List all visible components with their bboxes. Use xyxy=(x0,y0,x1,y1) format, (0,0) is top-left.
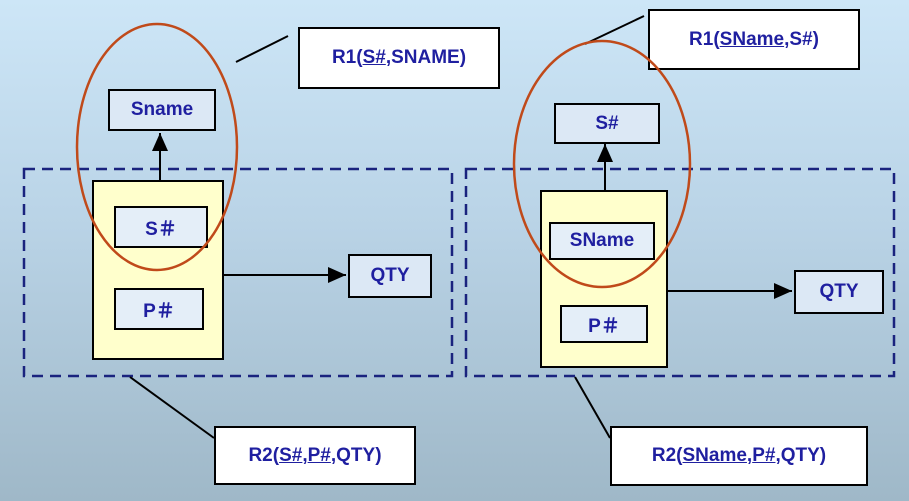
right-sname-box: SName xyxy=(549,222,655,260)
left-r2-sep: , xyxy=(302,444,308,466)
right-r2-rest: ,QTY) xyxy=(775,445,827,466)
left-r1-prefix: R1( xyxy=(331,47,363,68)
left-r2-prefix: R2( xyxy=(248,444,280,466)
right-r1-key: SName xyxy=(719,28,785,50)
right-r2-callout-line xyxy=(574,376,611,439)
left-r1-key: S# xyxy=(362,47,386,68)
left-r2-callout-line xyxy=(129,376,215,439)
right-qty-box: QTY xyxy=(794,270,884,314)
right-r2-frame xyxy=(464,167,896,378)
right-r1-ellipse xyxy=(512,39,692,289)
right-r2-key2: P# xyxy=(752,445,776,466)
left-r2-frame xyxy=(22,167,454,378)
left-sname-box: Sname xyxy=(108,89,216,131)
right-p-key-box: P＃ xyxy=(560,305,648,343)
right-r1-rest: ,S#) xyxy=(784,28,819,50)
right-r2-prefix: R2( xyxy=(651,445,683,466)
right-r2-label: R2(SName,P#,QTY) xyxy=(610,426,868,486)
left-r1-label: R1(S#,SNAME) xyxy=(298,27,500,89)
right-s-key-box: S# xyxy=(554,103,660,144)
left-p-key-box: P＃ xyxy=(114,288,204,330)
left-r2-label: R2(S#,P#,QTY) xyxy=(214,426,416,485)
left-r2-key1: S# xyxy=(279,444,303,466)
left-r1-ellipse xyxy=(75,22,239,272)
left-s-key-box: S＃ xyxy=(114,206,208,248)
right-r1-callout-line xyxy=(584,15,645,45)
right-r2-sep: , xyxy=(746,445,753,466)
left-qty-box: QTY xyxy=(348,254,432,298)
left-r2-rest: ,QTY) xyxy=(330,444,382,466)
right-r1-label: R1(SName,S#) xyxy=(648,9,860,70)
left-r1-rest: ,SNAME) xyxy=(385,47,467,68)
right-r2-key1: SName xyxy=(682,445,747,466)
left-r1-callout-line xyxy=(235,35,289,63)
left-r2-key2: P# xyxy=(307,444,331,466)
right-r1-prefix: R1( xyxy=(689,28,720,50)
